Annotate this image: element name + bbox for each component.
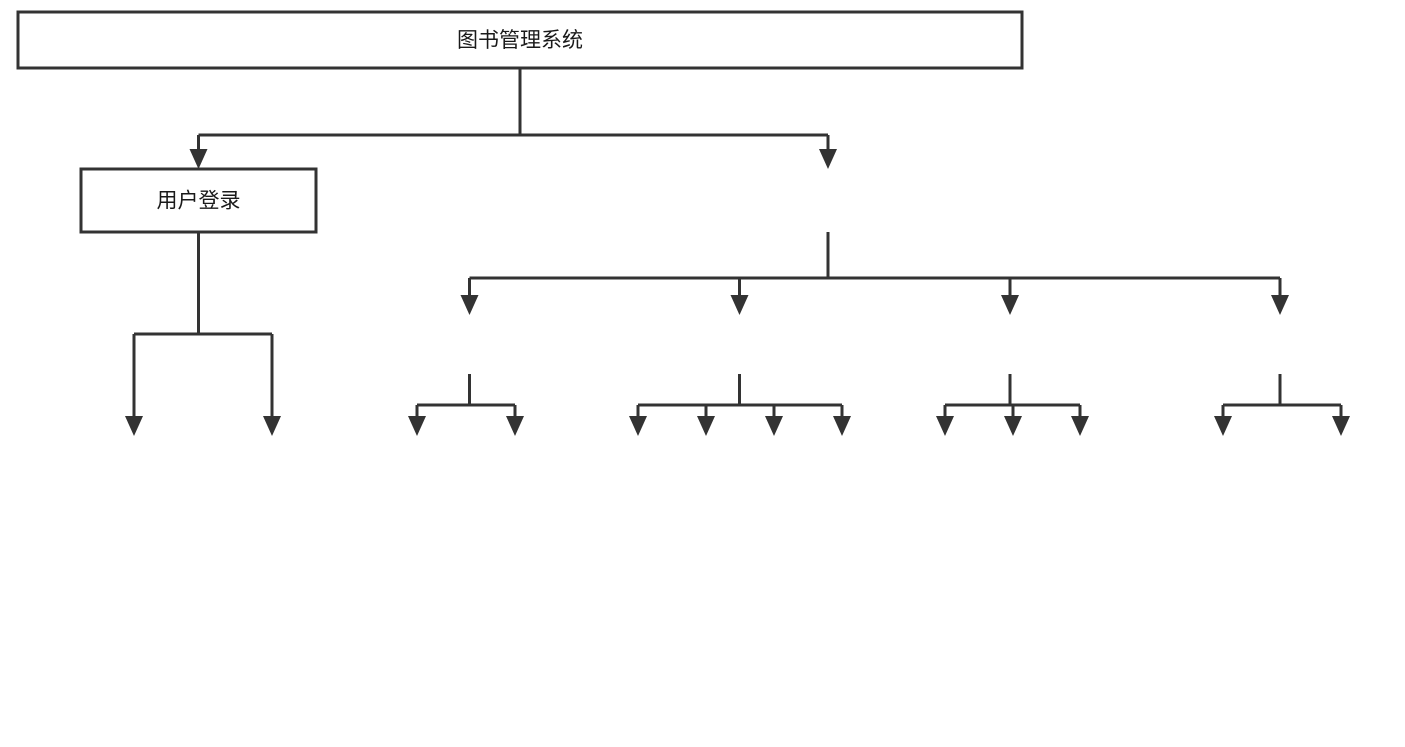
arrow-head-icon	[460, 295, 479, 315]
node-label: 图书管理系统	[457, 28, 583, 52]
arrow-head-icon	[1004, 416, 1022, 436]
arrow-head-icon	[1001, 295, 1019, 315]
node-rect	[16, 10, 1024, 70]
arrow-head-icon	[629, 416, 647, 436]
node-rect	[79, 167, 318, 234]
arrow-head-icon	[730, 295, 749, 315]
arrow-head-icon	[189, 149, 208, 169]
node-label: 用户登录	[157, 189, 241, 213]
arrow-head-icon	[506, 416, 524, 436]
arrow-head-icon	[1071, 416, 1089, 436]
arrow-head-icon	[1271, 295, 1289, 315]
node-用户登录[interactable]: 用户登录	[79, 167, 318, 234]
arrow-head-icon	[833, 416, 851, 436]
node-图书管理系统[interactable]: 图书管理系统	[16, 10, 1024, 70]
connector-layer	[125, 68, 1350, 436]
arrow-head-icon	[125, 416, 143, 436]
arrow-head-icon	[1332, 416, 1350, 436]
arrow-head-icon	[765, 416, 783, 436]
arrow-head-icon	[263, 416, 281, 436]
arrow-head-icon	[936, 416, 954, 436]
arrow-head-icon	[697, 416, 715, 436]
arrow-head-icon	[1214, 416, 1232, 436]
arrow-head-icon	[408, 416, 426, 436]
arrow-head-icon	[819, 149, 837, 169]
